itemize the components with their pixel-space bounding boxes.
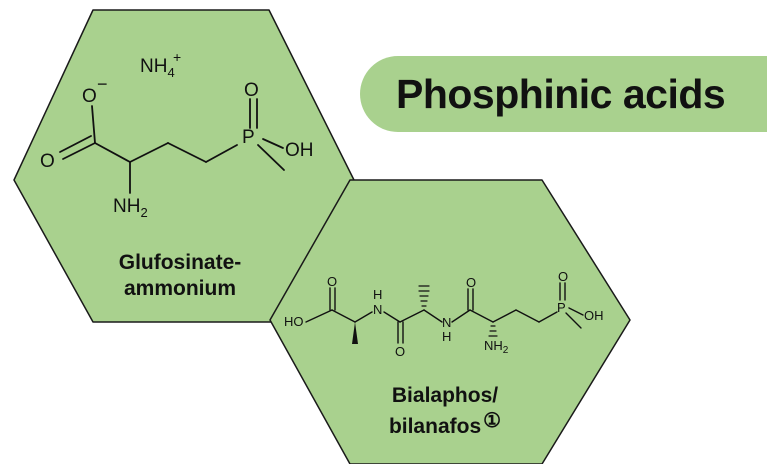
bialaphos-name-line2: bilanafos (388, 415, 482, 439)
page-title: Phosphinic acids (396, 70, 726, 117)
acid-oh-label: HO (284, 314, 304, 329)
glufosinate-structure (59, 98, 285, 194)
nh1-h-label: H (373, 287, 382, 302)
footnote-marker: ① (483, 410, 502, 433)
glufosinate-name: Glufosinate- ammonium (90, 250, 270, 303)
bialaphos-phosphorus-label: P (557, 300, 566, 315)
bialaphos-structure (305, 282, 584, 344)
o3-label: O (466, 275, 476, 290)
hydroxyl-label: OH (285, 140, 314, 161)
glufosinate-atom-labels: NH4 + O − O O P OH NH2 (40, 49, 314, 220)
bialaphos-amine-label: NH2 (484, 338, 509, 356)
glufosinate-name-line2: ammonium (123, 277, 236, 301)
bialaphos-name-line1: Bialaphos/ (391, 384, 499, 407)
hexagon-bialaphos (269, 179, 631, 464)
phosphoryl-o-label: O (244, 80, 259, 101)
bialaphos-hydroxyl-label: OH (584, 308, 604, 323)
amine-label: NH2 (113, 196, 148, 220)
glufosinate-name-line1: Glufosinate- (118, 251, 242, 274)
ammonium-charge: + (173, 49, 181, 65)
nh2-n-label: N (442, 315, 451, 330)
phosphorus-label: P (242, 127, 255, 148)
bialaphos-phosphoryl-o-label: O (558, 269, 568, 284)
bialaphos-atom-labels: O HO H N O N H O NH2 O P OH (284, 269, 604, 359)
carbonyl-o-label: O (40, 151, 55, 172)
oxide-charge: − (97, 74, 108, 94)
acid-o-label: O (327, 274, 337, 289)
oxide-label: O (82, 86, 97, 107)
title-banner: Phosphinic acids (360, 56, 767, 132)
nh1-n-label: N (373, 302, 382, 317)
nh2-h-label: H (442, 329, 451, 344)
o2-label: O (395, 344, 405, 359)
ammonium-label: NH4 (140, 56, 175, 80)
